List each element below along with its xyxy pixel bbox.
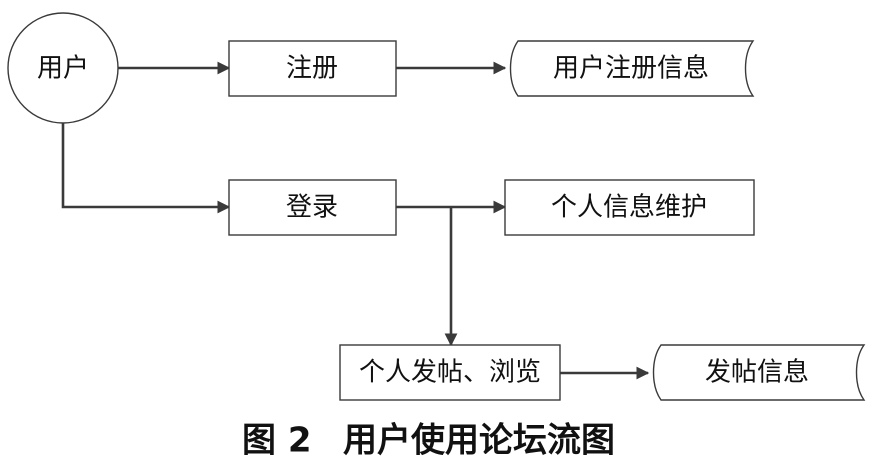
figure-number: 图 2 — [242, 421, 312, 461]
user-node-label: 用户 — [37, 54, 89, 84]
register-node — [228, 40, 397, 97]
register-node-label: 注册 — [286, 54, 338, 84]
post-info-store — [652, 344, 866, 401]
user-node — [7, 12, 119, 124]
register-info-store — [509, 40, 755, 97]
login-node-label: 登录 — [286, 193, 338, 223]
post-browse-node — [339, 344, 561, 401]
post-browse-node-label: 个人发帖、浏览 — [359, 358, 541, 388]
figure-title: 用户使用论坛流图 — [343, 421, 615, 461]
edge-user-to-login — [61, 123, 231, 214]
register-info-store-label: 用户注册信息 — [553, 54, 709, 84]
post-info-store-label: 发帖信息 — [705, 358, 809, 388]
profile-node-label: 个人信息维护 — [551, 193, 707, 223]
login-node — [228, 179, 397, 236]
profile-node — [504, 179, 755, 236]
